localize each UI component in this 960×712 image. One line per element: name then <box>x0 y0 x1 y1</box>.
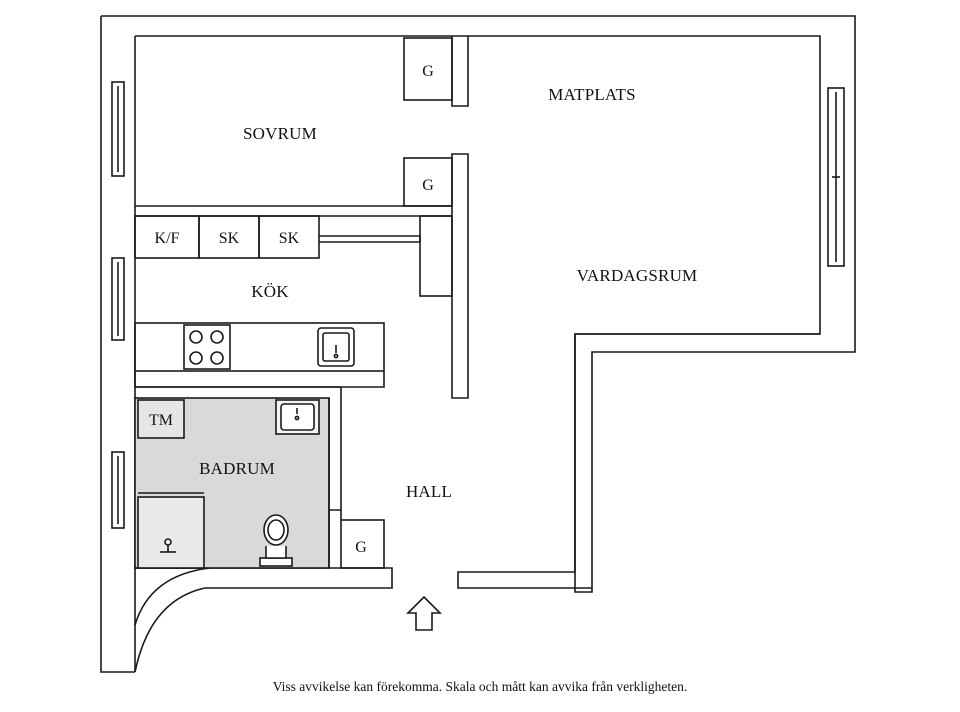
label-tm: TM <box>149 412 173 429</box>
kitchen-sink <box>317 327 355 367</box>
window-badrum <box>111 451 125 529</box>
label-sovrum: SOVRUM <box>243 124 317 143</box>
outer-wall-outline <box>100 16 135 673</box>
wardrobe-lower <box>403 157 453 207</box>
disclaimer: Viss avvikelse kan förekomma. Skala och … <box>272 679 688 694</box>
curved-wall-outer <box>134 587 206 673</box>
label-badrum: BADRUM <box>199 459 275 478</box>
label-sk1: SK <box>219 230 240 247</box>
outer-wall-right-lower <box>457 333 820 589</box>
toilet <box>259 514 293 567</box>
window-sovrum <box>111 81 125 177</box>
kitchen-tall-cabinet <box>419 215 453 297</box>
curved-wall <box>134 567 211 626</box>
label-hall: HALL <box>406 482 452 501</box>
outer-wall-outer <box>101 15 856 593</box>
bedroom-wall-right-upper <box>451 36 469 107</box>
kitchen-shelf <box>319 235 421 243</box>
kitchen-counter-base <box>134 371 385 388</box>
bedroom-wall-right-lower <box>451 153 469 399</box>
label-vardagsrum: VARDAGSRUM <box>577 266 698 285</box>
kitchen-counter <box>134 322 385 372</box>
window-kok <box>111 257 125 341</box>
entrance-arrow-icon <box>406 595 442 631</box>
hall-wall <box>328 510 342 568</box>
label-wardrobe-hall: G <box>355 539 367 556</box>
shower <box>137 492 205 569</box>
label-wardrobe-lower: G <box>422 177 434 194</box>
bathroom-sink <box>275 399 320 435</box>
label-sk2: SK <box>279 230 300 247</box>
label-matplats: MATPLATS <box>548 85 636 104</box>
kitchen-cabinet-sk2 <box>258 215 320 259</box>
label-wardrobe-upper: G <box>422 63 434 80</box>
label-kok: KÖK <box>251 282 289 301</box>
wardrobe-upper <box>403 37 453 101</box>
washing-machine <box>137 399 185 439</box>
wardrobe-hall <box>340 519 385 569</box>
window-vardagsrum <box>827 87 845 267</box>
bathroom-wall-right <box>328 387 342 511</box>
stove <box>183 324 231 370</box>
label-kf: K/F <box>155 230 180 247</box>
bedroom-wall-bottom <box>135 205 453 217</box>
